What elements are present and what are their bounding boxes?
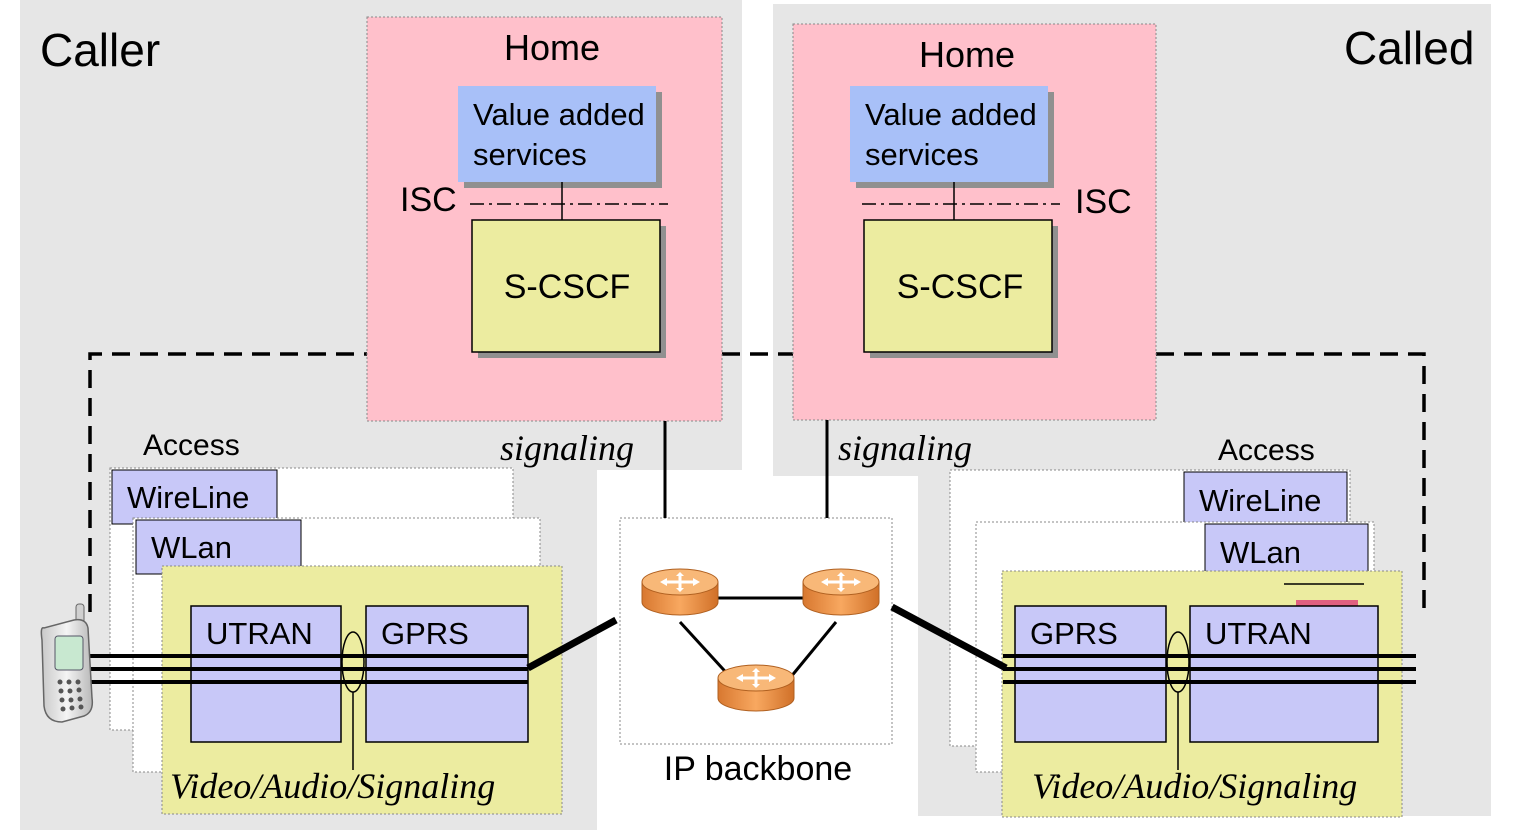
called-services-line1: Value added [865,97,1037,132]
caller-isc-label: ISC [400,181,457,219]
called-wlan-label: WLan [1220,535,1301,570]
called-s-cscf-label: S-CSCF [897,268,1024,306]
called-wireline-label: WireLine [1199,483,1321,518]
called-wireline [1183,471,1348,527]
called-title: Called [1344,22,1474,74]
caller-home-title: Home [504,27,600,68]
caller-s-cscf-label: S-CSCF [504,268,631,306]
caller-utran [190,605,342,743]
called-access-title: Access [1218,434,1315,467]
called-wlan [1204,523,1369,579]
caller-wireline-label: WireLine [127,480,249,515]
called-home-title: Home [919,34,1015,75]
caller-signaling-label: signaling [500,428,634,468]
called-services-line2: services [865,137,979,172]
called-gprs [1014,605,1167,743]
called-s-cscf [863,219,1053,353]
called-isc-label: ISC [1075,183,1132,221]
caller-value-added-services [458,86,656,182]
router-icon [801,567,881,617]
caller-home-network: Home Value added services ISC S-CSCF [366,16,723,422]
caller-services-line2: services [473,137,587,172]
called-utran [1189,605,1379,743]
called-flow-label: Video/Audio/Signaling [1032,766,1357,806]
caller-wlan [135,519,302,575]
router-icon [716,663,796,713]
caller-wlan-label: WLan [151,530,232,565]
called-home-network: Home Value added services ISC S-CSCF [792,23,1157,421]
caller-access-network: Access WireLine WLan UTRAN GPRS Video/Au… [88,429,618,815]
ip-backbone-label: IP backbone [664,750,852,788]
caller-wireline [111,469,278,525]
caller-services-line1: Value added [473,97,645,132]
ip-backbone: IP backbone [597,420,918,836]
called-access-network: Access WireLine WLan GPRS UTRAN Video/Au… [890,434,1416,818]
caller-s-cscf [471,219,661,353]
router-icon [640,567,720,617]
caller-title: Caller [40,24,160,76]
access-boundary-dashed [88,352,1426,612]
called-signaling-label: signaling [838,428,972,468]
called-gprs-label: GPRS [1030,616,1118,651]
caller-utran-label: UTRAN [206,616,313,651]
caller-access-title: Access [143,429,240,462]
caller-gprs-label: GPRS [381,616,469,651]
caller-gprs [365,605,529,743]
called-utran-label: UTRAN [1205,616,1312,651]
caller-flow-label: Video/Audio/Signaling [170,766,495,806]
mobile-phone-icon [40,603,94,723]
called-value-added-services [850,86,1048,182]
